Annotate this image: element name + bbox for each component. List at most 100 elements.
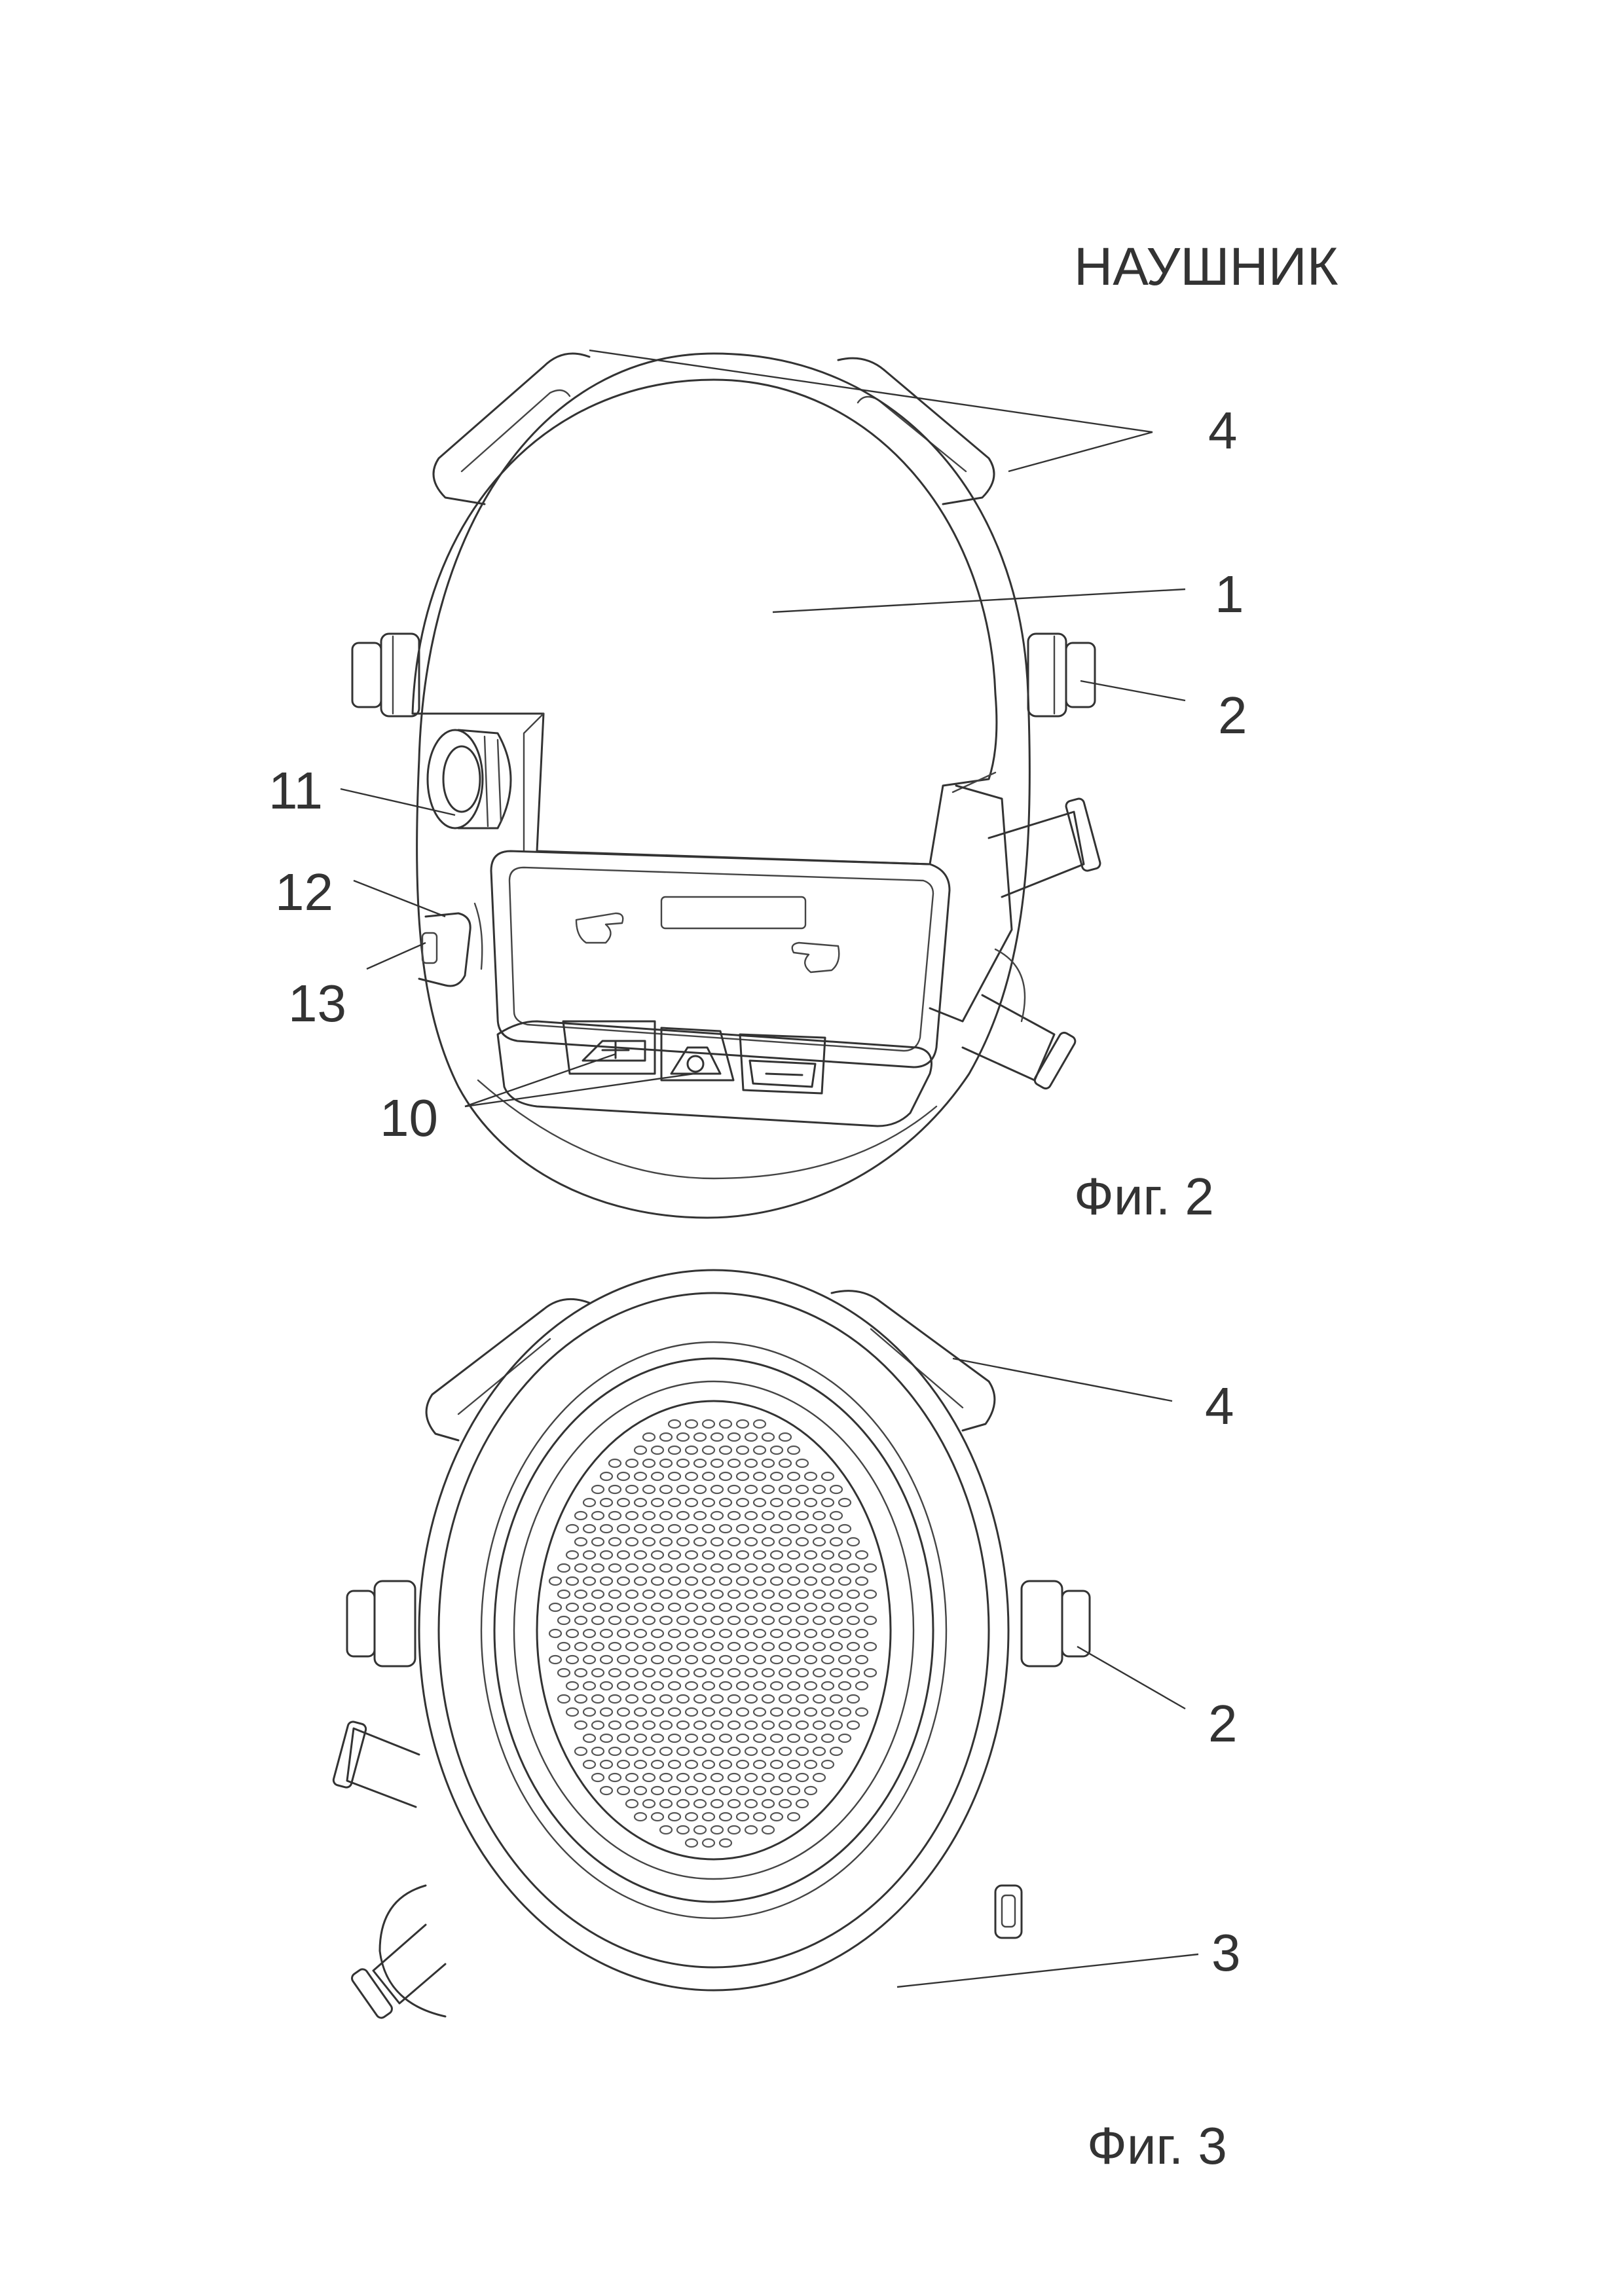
mesh-hole	[786, 1523, 801, 1534]
side-connector-left	[351, 632, 420, 718]
mesh-hole	[599, 1707, 614, 1717]
mesh-hole	[565, 1576, 580, 1586]
mesh-hole	[710, 1772, 724, 1783]
mesh-hole	[650, 1628, 665, 1639]
mesh-hole	[616, 1497, 631, 1508]
mesh-hole	[786, 1733, 801, 1743]
mesh-hole	[752, 1759, 767, 1770]
mesh-hole	[778, 1432, 792, 1442]
label-1: 1	[1215, 565, 1244, 623]
mesh-hole	[769, 1602, 784, 1613]
mesh-hole	[625, 1641, 639, 1652]
mesh-hole	[795, 1510, 809, 1521]
mesh-hole	[803, 1759, 818, 1770]
mesh-hole	[633, 1654, 648, 1665]
mesh-hole	[752, 1707, 767, 1717]
mesh-hole	[701, 1707, 716, 1717]
mesh-hole	[846, 1694, 860, 1704]
mesh-hole	[684, 1628, 699, 1639]
mesh-hole	[761, 1563, 775, 1573]
mesh-hole	[735, 1812, 750, 1822]
mesh-hole	[633, 1733, 648, 1743]
mesh-hole	[710, 1589, 724, 1599]
mesh-hole	[608, 1667, 622, 1678]
mesh-hole	[752, 1497, 767, 1508]
mesh-hole	[667, 1707, 682, 1717]
mesh-hole	[769, 1812, 784, 1822]
mesh-hole	[838, 1497, 852, 1508]
mesh-hole	[829, 1537, 843, 1547]
mesh-hole	[838, 1654, 852, 1665]
mesh-hole	[701, 1681, 716, 1691]
figure-3-earcup-cushion-view: 4 2 3 Фиг. 3	[332, 1269, 1241, 2175]
mesh-hole	[642, 1798, 656, 1809]
mesh-hole	[616, 1523, 631, 1534]
mesh-hole	[761, 1484, 775, 1495]
mesh-hole	[616, 1550, 631, 1560]
mesh-hole	[625, 1746, 639, 1757]
mesh-hole	[642, 1772, 656, 1783]
mesh-hole	[676, 1798, 690, 1809]
mesh-hole	[650, 1523, 665, 1534]
mesh-hole	[829, 1563, 843, 1573]
mesh-hole	[752, 1785, 767, 1796]
mesh-hole	[676, 1510, 690, 1521]
mesh-hole	[786, 1785, 801, 1796]
mesh-hole	[548, 1628, 563, 1639]
mesh-hole	[633, 1602, 648, 1613]
mesh-hole	[718, 1497, 733, 1508]
mesh-hole	[701, 1497, 716, 1508]
mesh-hole	[718, 1576, 733, 1586]
mesh-hole	[821, 1654, 835, 1665]
mesh-hole	[701, 1733, 716, 1743]
mesh-hole	[718, 1550, 733, 1560]
mesh-hole	[786, 1550, 801, 1560]
mesh-hole	[659, 1484, 673, 1495]
mesh-hole	[846, 1641, 860, 1652]
mesh-hole	[650, 1602, 665, 1613]
mesh-hole	[693, 1510, 707, 1521]
mesh-hole	[693, 1484, 707, 1495]
mesh-hole	[676, 1458, 690, 1468]
mesh-hole	[829, 1667, 843, 1678]
mesh-hole	[710, 1615, 724, 1626]
mesh-hole	[778, 1458, 792, 1468]
mesh-hole	[718, 1602, 733, 1613]
mesh-hole	[693, 1589, 707, 1599]
mesh-hole	[710, 1667, 724, 1678]
mesh-hole	[803, 1471, 818, 1482]
mesh-hole	[616, 1628, 631, 1639]
mesh-hole	[684, 1497, 699, 1508]
mesh-hole	[684, 1681, 699, 1691]
mesh-hole	[599, 1759, 614, 1770]
mesh-hole	[735, 1654, 750, 1665]
mesh-hole	[557, 1694, 571, 1704]
mesh-hole	[574, 1694, 588, 1704]
mesh-hole	[778, 1720, 792, 1730]
mesh-hole	[769, 1628, 784, 1639]
mesh-hole	[659, 1720, 673, 1730]
mesh-hole	[718, 1445, 733, 1455]
mesh-hole	[574, 1537, 588, 1547]
mesh-hole	[667, 1497, 682, 1508]
mesh-hole	[778, 1798, 792, 1809]
mesh-hole	[582, 1707, 597, 1717]
mesh-hole	[744, 1720, 758, 1730]
mesh-hole	[684, 1654, 699, 1665]
mesh-hole	[778, 1667, 792, 1678]
mesh-hole	[778, 1484, 792, 1495]
mesh-hole	[735, 1523, 750, 1534]
mesh-hole	[735, 1707, 750, 1717]
mesh-hole	[752, 1523, 767, 1534]
mesh-hole	[693, 1694, 707, 1704]
mesh-hole	[795, 1667, 809, 1678]
mesh-hole	[642, 1694, 656, 1704]
mesh-hole	[608, 1615, 622, 1626]
mesh-hole	[701, 1445, 716, 1455]
mesh-hole	[642, 1484, 656, 1495]
mesh-hole	[761, 1432, 775, 1442]
mesh-hole	[744, 1458, 758, 1468]
mesh-hole	[650, 1445, 665, 1455]
mesh-hole	[599, 1681, 614, 1691]
mesh-hole	[565, 1654, 580, 1665]
